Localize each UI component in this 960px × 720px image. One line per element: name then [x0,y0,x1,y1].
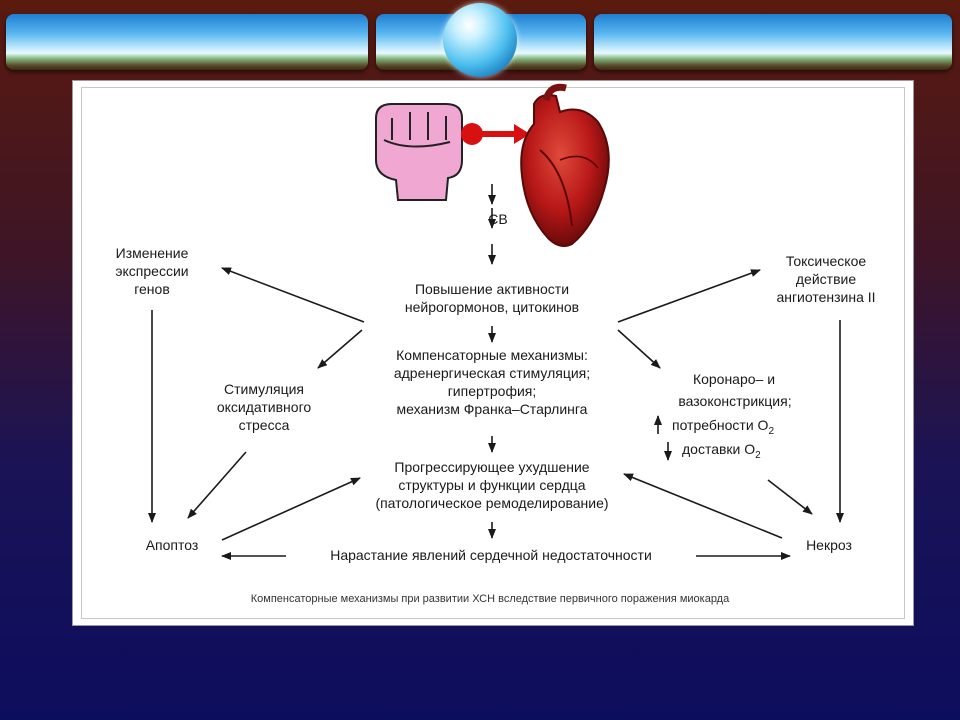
compensatory-node: Компенсаторные механизмы: адренергическа… [393,347,591,417]
arrow-to-gene-expression [221,267,365,323]
supply-label: доставки O [682,441,756,457]
header-banner-left [6,14,368,70]
coronary-line-1: Коронаро– и [692,371,776,387]
arrow-coronary-to-necrosis [767,479,813,515]
oxidative-stress-node: Стимуляция оксидативного стресса [216,381,312,433]
arrow-to-toxic [617,269,761,323]
growing-hf-node: Нарастание явлений сердечной недостаточн… [330,547,652,563]
demand-label: потребности O [672,417,769,433]
globe-icon [443,3,517,77]
arrow-to-coronary [617,329,661,369]
red-arrow-icon [461,123,530,145]
coronary-line-2: вазоконстрикция; [678,393,792,409]
necrosis-node: Некроз [806,537,852,553]
fist-icon [375,103,463,201]
apoptosis-node: Апоптоз [145,537,199,553]
arrow-apoptosis-to-progressive [221,477,361,541]
heart-icon [520,83,610,247]
gene-expression-node: Изменение экспрессии генов [115,245,189,297]
o2-subscript-1: 2 [768,425,774,437]
header-banner-right [594,14,952,70]
arrow-to-oxidative [317,329,363,369]
arrow-oxidative-to-apoptosis [187,451,247,519]
coronary-line-3: потребности O2 [672,416,808,441]
diagram-caption: Компенсаторные механизмы при развитии ХС… [250,593,730,605]
sv-label: СВ [488,211,508,227]
progressive-node: Прогрессирующее ухудшение структуры и фу… [375,459,609,511]
raise-activity-node: Повышение активности нейрогормонов, цито… [404,281,580,315]
o2-subscript-2: 2 [755,449,761,461]
toxic-angiotensin-node: Токсическое действие ангиотензина II [776,253,876,305]
coronary-line-4: доставки O2 [682,440,802,465]
diagram-frame [81,87,905,619]
arrow-necrosis-to-progressive [623,473,783,539]
